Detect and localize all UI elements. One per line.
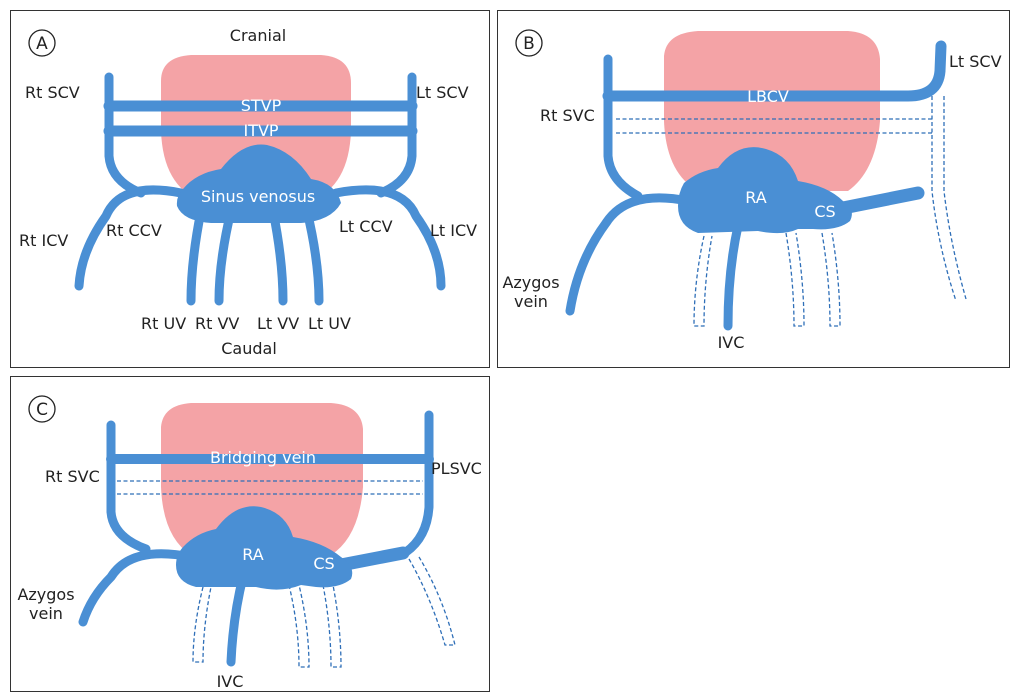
rt-svc-vein [608, 59, 638, 196]
rt-scv-label: Rt SCV [25, 83, 80, 102]
lt-ccv-label: Lt CCV [339, 217, 393, 236]
cs-label: CS [814, 202, 835, 221]
left-icv-vein [336, 190, 441, 286]
panel-a-badge: A [29, 30, 55, 56]
ivc-vein [231, 577, 243, 662]
caudal-label: Caudal [221, 339, 277, 358]
azygos-label-line1: Azygos [17, 585, 74, 604]
azygos-vein [83, 554, 191, 622]
dashed-left-cardinal [932, 96, 966, 301]
lt-scv-label: Lt SCV [416, 83, 469, 102]
right-uv-vein [191, 211, 201, 301]
svg-text:B: B [523, 34, 535, 54]
svg-text:A: A [36, 34, 48, 54]
rt-svc-label: Rt SVC [45, 467, 100, 486]
azygos-vein [570, 198, 688, 311]
azygos-label-line1: Azygos [502, 273, 559, 292]
cs-to-plsvc-vein [341, 553, 403, 565]
rt-icv-label: Rt ICV [19, 231, 68, 250]
panel-a: A Cranial Rt SCV Lt SCV STVP ITVP Sinus … [10, 10, 490, 368]
rt-uv-label: Rt UV [141, 314, 186, 333]
itvp-label: ITVP [243, 121, 278, 140]
rt-vv-label: Rt VV [195, 314, 239, 333]
sinus-venosus-label: Sinus venosus [201, 187, 315, 206]
lt-vv-label: Lt VV [257, 314, 299, 333]
dashed-vein-4 [409, 557, 455, 645]
svg-text:C: C [36, 400, 48, 420]
right-vv-vein [219, 211, 231, 301]
panel-b-badge: B [516, 30, 542, 56]
plsvc-label: PLSVC [431, 459, 482, 478]
ivc-label: IVC [718, 333, 745, 352]
ra-label: RA [242, 545, 263, 564]
lt-uv-label: Lt UV [308, 314, 351, 333]
dashed-vein-1 [193, 587, 211, 662]
panel-b: B Lt SCV Rt SVC LBCV RA CS Azygos vein I… [497, 10, 1010, 368]
panel-b-diagram: B Lt SCV Rt SVC LBCV RA CS Azygos vein I… [498, 11, 1011, 369]
panel-c-badge: C [29, 396, 55, 422]
dashed-vein-3 [323, 585, 341, 667]
lt-icv-label: Lt ICV [430, 221, 477, 240]
ivc-label: IVC [217, 672, 244, 691]
cs-to-left-vein [838, 193, 918, 209]
stvp-label: STVP [241, 96, 282, 115]
dashed-vein-2 [786, 233, 804, 326]
panel-c-diagram: C Rt SVC Bridging vein PLSVC RA CS Azygo… [11, 377, 491, 693]
rt-svc-vein [111, 425, 146, 549]
panel-a-diagram: A Cranial Rt SCV Lt SCV STVP ITVP Sinus … [11, 11, 491, 369]
dashed-vein-1 [694, 236, 712, 326]
lt-scv-label: Lt SCV [949, 52, 1002, 71]
dashed-vein-2 [289, 585, 309, 667]
bridging-vein-label: Bridging vein [210, 448, 316, 467]
rt-svc-label: Rt SVC [540, 106, 595, 125]
ivc-vein [728, 226, 738, 326]
lbcv-label: LBCV [747, 87, 789, 106]
dashed-vein-3 [822, 233, 840, 326]
left-vv-vein [273, 211, 283, 301]
cranial-label: Cranial [230, 26, 286, 45]
rt-ccv-label: Rt CCV [106, 221, 162, 240]
ra-label: RA [745, 188, 766, 207]
cs-label: CS [313, 554, 334, 573]
plsvc-vein [406, 415, 429, 552]
azygos-label-line2: vein [29, 604, 63, 623]
azygos-label-line2: vein [514, 292, 548, 311]
left-uv-vein [307, 211, 319, 301]
panel-c: C Rt SVC Bridging vein PLSVC RA CS Azygo… [10, 376, 490, 692]
